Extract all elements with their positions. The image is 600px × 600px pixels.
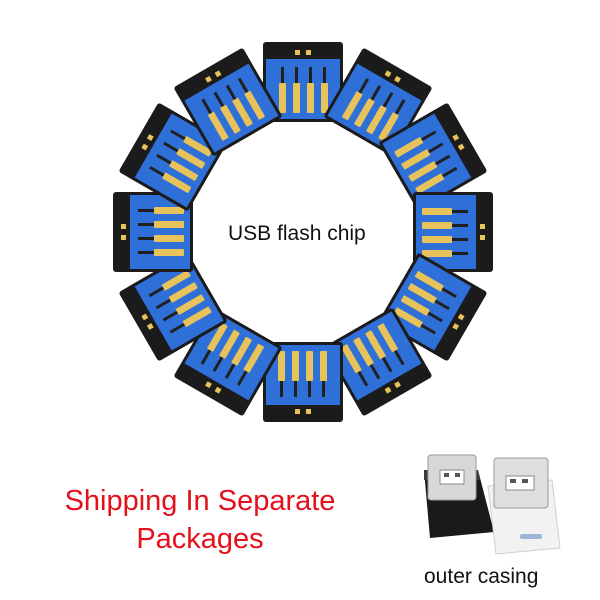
white-usb-casing <box>487 457 561 555</box>
usb-chip <box>324 308 432 416</box>
shipping-notice: Shipping In Separate Packages <box>10 482 390 558</box>
usb-chip <box>119 253 227 361</box>
usb-flash-chip-label: USB flash chip <box>228 222 366 245</box>
black-usb-casing <box>424 454 494 538</box>
shipping-notice-line-2: Packages <box>136 523 264 555</box>
usb-chip <box>379 103 487 211</box>
usb-chip <box>113 192 193 272</box>
outer-casing-image <box>424 454 561 555</box>
shipping-notice-line-1: Shipping In Separate <box>64 485 336 517</box>
usb-chip <box>413 192 493 272</box>
usb-chip <box>263 342 343 422</box>
usb-chip <box>263 42 343 122</box>
usb-chip <box>379 253 487 361</box>
outer-casing-label: outer casing <box>424 565 539 588</box>
usb-chip <box>174 48 282 156</box>
usb-chip-ring <box>113 42 493 422</box>
